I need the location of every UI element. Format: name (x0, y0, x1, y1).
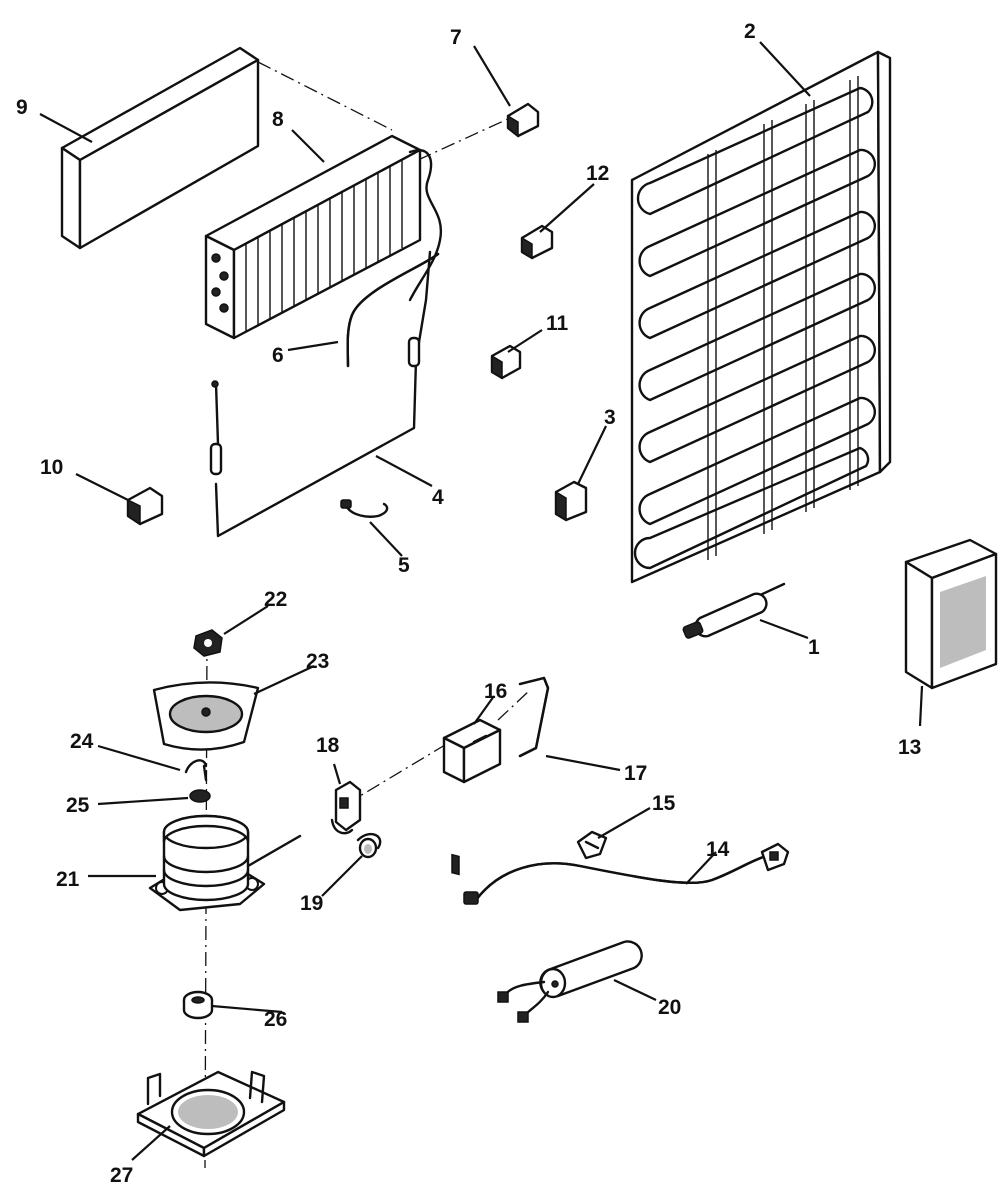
label-10: 10 (40, 456, 63, 479)
part-4-capillary-tube (209, 250, 432, 538)
part-9-panel (60, 46, 260, 250)
label-18: 18 (316, 734, 340, 757)
part-2-condenser (630, 50, 892, 584)
part-23-cover (152, 681, 260, 751)
part-22-grommet (193, 629, 223, 657)
label-17: 17 (624, 762, 647, 785)
label-21: 21 (56, 868, 80, 891)
part-24-clip (184, 759, 208, 782)
part-18-relay (330, 780, 362, 835)
label-15: 15 (652, 792, 676, 815)
label-13: 13 (898, 736, 921, 759)
label-12: 12 (586, 162, 609, 185)
part-labels: 1 2 3 4 5 6 7 8 9 10 11 12 13 14 15 16 1… (16, 20, 921, 1187)
part-3-clip (554, 480, 588, 522)
part-25-washer (189, 789, 211, 803)
part-16-relay-housing (442, 718, 502, 876)
part-11-clip (490, 344, 522, 380)
leader-lines (39, 41, 924, 1161)
label-20: 20 (658, 996, 681, 1019)
part-17-clip-wire (518, 676, 550, 758)
label-3: 3 (604, 406, 616, 429)
part-12-clip (520, 224, 554, 260)
label-9: 9 (16, 96, 28, 119)
part-14-power-cord (463, 842, 790, 905)
part-13-bracket (904, 538, 998, 690)
label-8: 8 (272, 108, 284, 131)
label-19: 19 (300, 892, 323, 915)
label-7: 7 (450, 26, 462, 49)
part-21-compressor (148, 814, 302, 912)
part-19-overload (356, 832, 382, 859)
label-6: 6 (272, 344, 284, 367)
label-25: 25 (66, 794, 90, 817)
label-11: 11 (546, 312, 569, 335)
part-6-tube (346, 252, 440, 368)
label-16: 16 (484, 680, 507, 703)
part-27-base-plate (136, 1070, 286, 1158)
label-2: 2 (744, 20, 756, 43)
part-7-clip (506, 102, 540, 138)
part-8-evaporator (204, 134, 443, 340)
part-5-wire (340, 499, 389, 518)
label-4: 4 (432, 486, 444, 509)
part-10-clip (126, 486, 164, 526)
label-14: 14 (706, 838, 730, 861)
label-24: 24 (70, 730, 94, 753)
label-22: 22 (264, 588, 287, 611)
label-26: 26 (264, 1008, 287, 1031)
part-26-grommet (182, 990, 214, 1020)
label-27: 27 (110, 1164, 133, 1187)
part-1-filter-drier (682, 582, 786, 639)
label-5: 5 (398, 554, 410, 577)
part-20-capacitor (497, 940, 643, 1023)
label-23: 23 (306, 650, 329, 673)
label-1: 1 (808, 636, 820, 659)
